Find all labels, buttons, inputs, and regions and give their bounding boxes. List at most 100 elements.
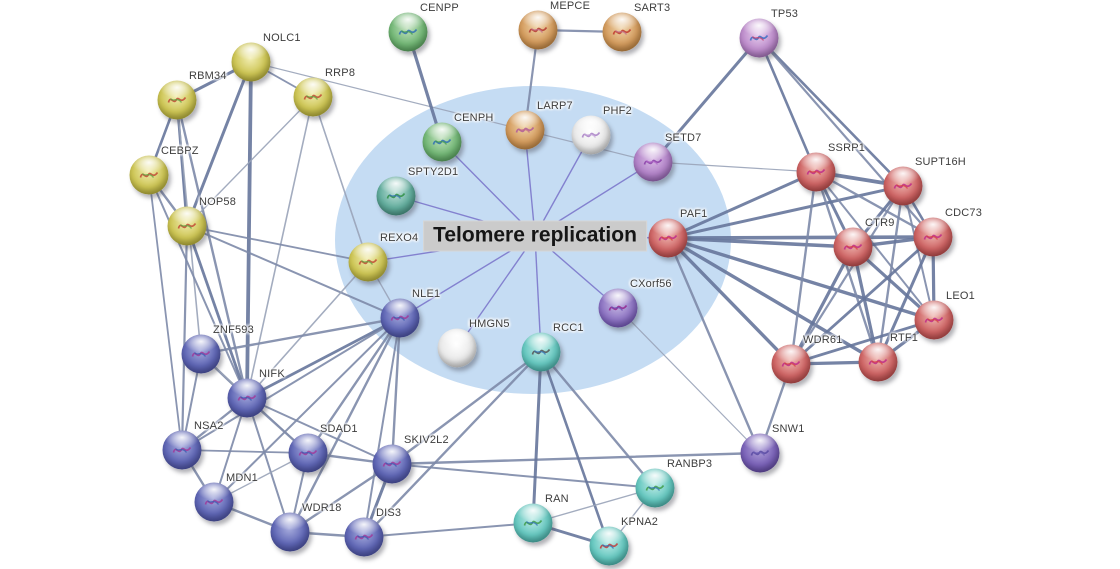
node-label-wdr61: WDR61 [803, 334, 843, 346]
edge-dis3-ran [363, 522, 534, 538]
node-label-nsa2: NSA2 [194, 420, 224, 432]
node-label-znf593: ZNF593 [213, 324, 254, 336]
edge-nolc1-nop58 [185, 60, 253, 228]
node-mdn1[interactable] [194, 482, 234, 522]
node-label-sart3: SART3 [634, 2, 671, 14]
node-label-ctr9: CTR9 [865, 217, 895, 229]
node-cenph[interactable] [422, 122, 462, 162]
node-label-spty2d1: SPTY2D1 [408, 166, 459, 178]
edge-paf1-supt16h [666, 184, 905, 240]
node-dis3[interactable] [344, 517, 384, 557]
node-label-leo1: LEO1 [946, 290, 975, 302]
node-mepce[interactable] [518, 10, 558, 50]
edge-nolc1-nifk [245, 60, 253, 400]
edge-cebpz-nifk [148, 174, 248, 399]
protein-structure-icon [298, 449, 318, 456]
edge-paf1-wdr61 [666, 236, 793, 366]
edge-paf1-snw1 [666, 236, 762, 455]
edge-dis3-rcc1 [362, 350, 543, 539]
node-nifk[interactable] [227, 378, 267, 418]
edge-rexo4-nifk [246, 261, 369, 399]
node-rbm34[interactable] [157, 80, 197, 120]
node-ssrp1[interactable] [796, 152, 836, 192]
edge-supt16h-wdr61 [789, 184, 905, 366]
node-supt16h[interactable] [883, 166, 923, 206]
node-label-skiv2l2: SKIV2L2 [404, 434, 449, 446]
protein-structure-icon [191, 350, 211, 357]
node-tp53[interactable] [739, 18, 779, 58]
node-nsa2[interactable] [162, 430, 202, 470]
node-label-ran: RAN [545, 493, 569, 505]
edge-nle1-dis3 [363, 317, 401, 538]
edge-rrp8-nop58 [186, 96, 314, 227]
node-rcc1[interactable] [521, 332, 561, 372]
node-znf593[interactable] [181, 334, 221, 374]
node-cxorf56[interactable] [598, 288, 638, 328]
protein-structure-icon [204, 498, 224, 505]
protein-structure-icon [581, 131, 601, 138]
node-wdr18[interactable] [270, 512, 310, 552]
edge-rcc1-kpna2 [539, 350, 611, 548]
edge-lines [147, 28, 936, 548]
node-label-nifk: NIFK [259, 368, 285, 380]
node-label-rexo4: REXO4 [380, 232, 419, 244]
edge-tp53-setd7 [651, 36, 761, 164]
pathway-spoke [456, 235, 536, 349]
edge-paf1-cdc73 [666, 235, 935, 240]
node-spty2d1[interactable] [376, 176, 416, 216]
node-label-kpna2: KPNA2 [621, 516, 659, 528]
node-cebpz[interactable] [129, 155, 169, 195]
node-ctr9[interactable] [833, 227, 873, 267]
node-label-setd7: SETD7 [665, 132, 702, 144]
node-sdad1[interactable] [288, 433, 328, 473]
edge-nop58-nsa2 [180, 224, 189, 452]
node-wdr61[interactable] [771, 344, 811, 384]
node-paf1[interactable] [648, 218, 688, 258]
edge-tp53-ssrp1 [757, 36, 818, 174]
node-phf2[interactable] [571, 115, 611, 155]
protein-structure-icon [358, 258, 378, 265]
edge-paf1-ssrp1 [666, 170, 818, 240]
protein-structure-icon [523, 519, 543, 526]
node-nle1[interactable] [380, 298, 420, 338]
node-kpna2[interactable] [589, 526, 629, 566]
node-rtf1[interactable] [858, 342, 898, 382]
edge-skiv2l2-wdr18 [288, 462, 394, 534]
edge-rcc1-ran [531, 350, 543, 525]
edge-nop58-nle1 [186, 225, 401, 319]
node-setd7[interactable] [633, 142, 673, 182]
edge-skiv2l2-rcc1 [390, 350, 543, 466]
node-label-nop58: NOP58 [199, 196, 237, 208]
edge-nop58-nifk [185, 224, 249, 400]
protein-structure-icon [172, 446, 192, 453]
protein-structure-icon [237, 394, 257, 401]
node-skiv2l2[interactable] [372, 444, 412, 484]
edge-nle1-nifk [245, 316, 402, 400]
edge-nifk-skiv2l2 [246, 397, 393, 465]
node-ran[interactable] [513, 503, 553, 543]
node-rrp8[interactable] [293, 77, 333, 117]
node-rexo4[interactable] [348, 242, 388, 282]
node-ranbp3[interactable] [635, 468, 675, 508]
protein-structure-icon [643, 158, 663, 165]
protein-structure-icon [868, 358, 888, 365]
node-hmgn5[interactable] [437, 328, 477, 368]
node-label-dis3: DIS3 [376, 507, 402, 519]
node-sart3[interactable] [602, 12, 642, 52]
protein-structure-icon [528, 26, 548, 33]
node-label-wdr18: WDR18 [302, 502, 342, 514]
node-cdc73[interactable] [913, 217, 953, 257]
node-label-cxorf56: CXorf56 [630, 278, 672, 290]
node-cenpp[interactable] [388, 12, 428, 52]
protein-structure-icon [531, 348, 551, 355]
node-label-rbm34: RBM34 [189, 70, 227, 82]
node-label-mdn1: MDN1 [226, 472, 258, 484]
node-nop58[interactable] [167, 206, 207, 246]
node-larp7[interactable] [505, 110, 545, 150]
protein-structure-icon [390, 314, 410, 321]
protein-structure-icon [167, 96, 187, 103]
node-nolc1[interactable] [231, 42, 271, 82]
node-leo1[interactable] [914, 300, 954, 340]
node-snw1[interactable] [740, 433, 780, 473]
